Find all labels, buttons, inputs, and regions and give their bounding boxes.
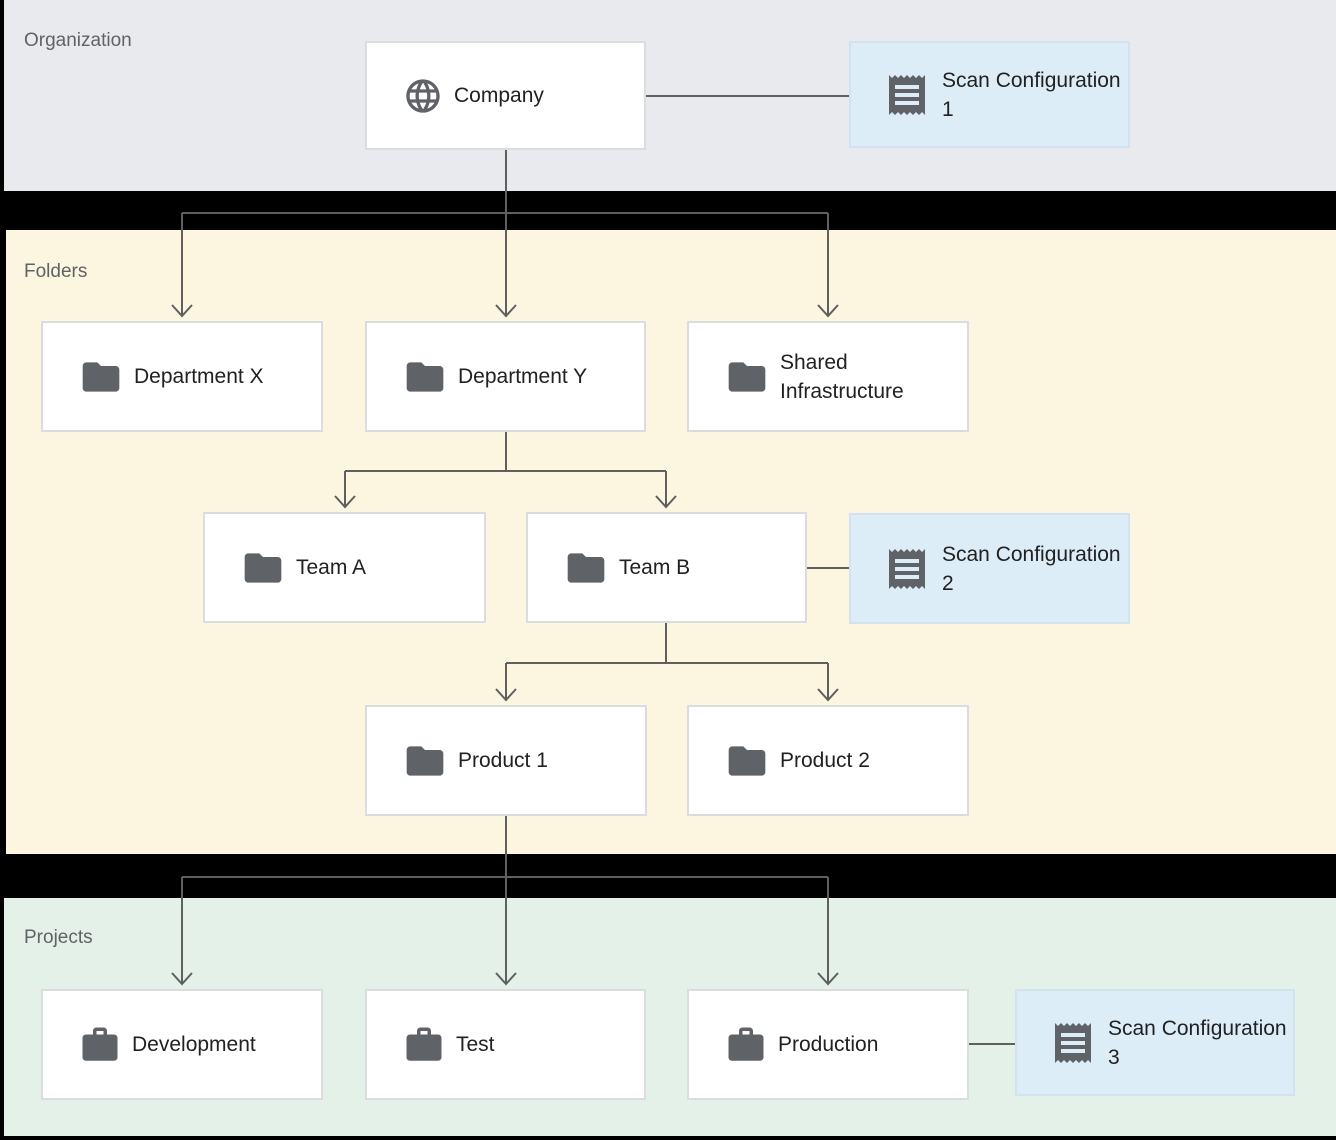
briefcase-icon: [403, 1024, 445, 1066]
node-label: Department X: [134, 365, 264, 388]
arrowhead-product-2: [817, 688, 839, 702]
folder-icon: [725, 355, 769, 399]
connector-teamb-to-products: [505, 623, 829, 700]
node-company: Company: [365, 41, 646, 150]
folder-icon: [725, 739, 769, 783]
node-development: Development: [41, 989, 323, 1100]
folder-icon: [564, 546, 608, 590]
arrowhead-department-x: [171, 304, 193, 318]
briefcase-icon: [725, 1024, 767, 1066]
arrowhead-test: [495, 972, 517, 986]
briefcase-icon: [79, 1024, 121, 1066]
globe-icon: [403, 76, 443, 116]
node-label: Scan Configuration 2: [942, 542, 1121, 595]
arrowhead-team-a: [334, 495, 356, 509]
node-label: Team A: [296, 556, 367, 579]
node-label: Scan Configuration 1: [942, 68, 1121, 121]
folders-section-label: Folders: [24, 261, 88, 282]
node-department-y: Department Y: [365, 321, 646, 432]
node-scan-configuration-2: Scan Configuration 2: [849, 513, 1130, 624]
folder-icon: [79, 355, 123, 399]
node-label: Product 1: [458, 749, 548, 772]
arrowhead-shared-infrastructure: [817, 304, 839, 318]
node-scan-configuration-1: Scan Configuration 1: [849, 41, 1130, 148]
receipt-icon: [883, 545, 931, 593]
node-label: Company: [454, 84, 544, 107]
folder-icon: [403, 739, 447, 783]
node-scan-configuration-3: Scan Configuration 3: [1015, 989, 1295, 1096]
folder-icon: [241, 546, 285, 590]
node-team-a: Team A: [203, 512, 486, 623]
arrowhead-department-y: [495, 304, 517, 318]
node-product-1: Product 1: [365, 705, 647, 816]
projects-section-label: Projects: [24, 927, 93, 948]
node-label: Test: [456, 1033, 495, 1056]
folder-icon: [403, 355, 447, 399]
node-label: Production: [778, 1033, 879, 1056]
node-label: Development: [132, 1033, 256, 1056]
node-test: Test: [365, 989, 646, 1100]
arrowhead-product-1: [495, 688, 517, 702]
node-label: Scan Configuration 3: [1108, 1016, 1287, 1069]
node-label: Product 2: [780, 749, 870, 772]
node-label: Department Y: [458, 365, 588, 388]
node-product-2: Product 2: [687, 705, 969, 816]
arrowhead-team-b: [655, 495, 677, 509]
connector-company-to-folders: [181, 150, 829, 316]
arrowhead-production: [817, 972, 839, 986]
node-shared-infrastructure: Shared Infrastructure: [687, 321, 969, 432]
node-team-b: Team B: [526, 512, 807, 623]
receipt-icon: [883, 71, 931, 119]
node-label: Shared Infrastructure: [780, 350, 904, 403]
node-label: Team B: [619, 556, 691, 579]
node-department-x: Department X: [41, 321, 323, 432]
connector-depty-to-teams: [344, 432, 667, 507]
node-production: Production: [687, 989, 969, 1100]
connector-product1-to-projects: [181, 816, 829, 984]
receipt-icon: [1049, 1019, 1097, 1067]
organization-section-label: Organization: [24, 30, 132, 51]
arrowhead-development: [171, 972, 193, 986]
